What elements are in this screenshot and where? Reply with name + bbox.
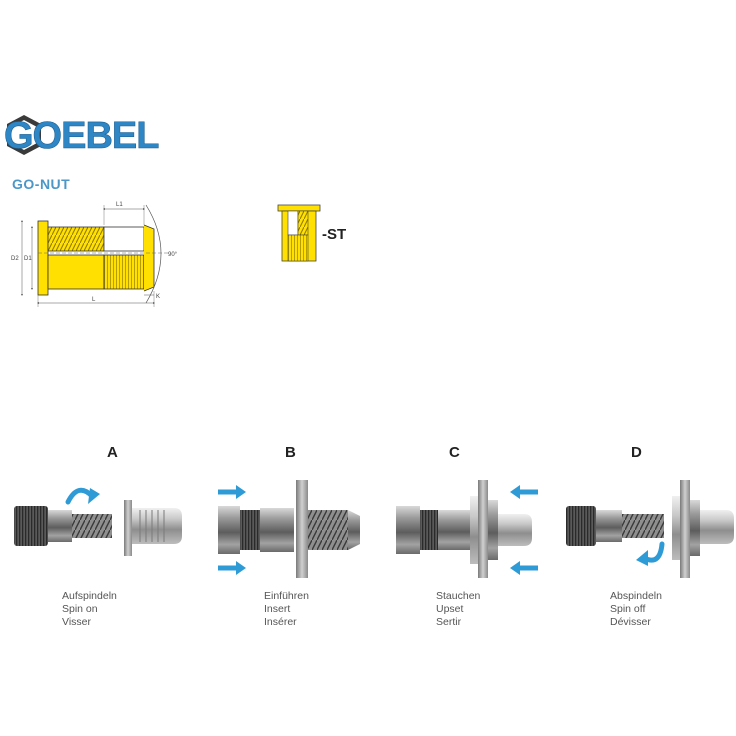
logo-text: GOEBEL <box>4 115 159 157</box>
caption-line-en: Upset <box>436 603 464 615</box>
product-name: GO-NUT <box>12 176 71 192</box>
step-a-illustration <box>14 487 182 556</box>
step-d-illustration <box>566 480 734 578</box>
step-a-caption: Aufspindeln Spin on Visser <box>62 590 117 629</box>
goebel-logo: GOEBEL <box>4 115 161 158</box>
rotate-arrow-icon <box>65 487 95 505</box>
tool-knurled-grip <box>14 506 48 546</box>
step-b-letter: B <box>285 444 296 461</box>
dim-d1-label: D1 <box>24 256 32 262</box>
caption-line-de: Aufspindeln <box>62 590 117 602</box>
dim-l1-label: L1 <box>116 202 123 208</box>
caption-line-fr: Dévisser <box>610 616 651 628</box>
nut-lower-body <box>47 254 105 290</box>
dim-d2-label: D2 <box>11 256 19 262</box>
nut-knurl <box>103 254 145 290</box>
technical-drawing: L1 D2 D1 90° L K <box>11 202 178 307</box>
step-c-illustration <box>396 480 538 578</box>
dim-angle-label: 90° <box>168 252 178 258</box>
caption-line-fr: Insérer <box>264 616 297 628</box>
caption-line-fr: Visser <box>62 616 91 628</box>
st-variant-nut <box>277 204 321 262</box>
caption-line-de: Einführen <box>264 590 309 602</box>
step-d-caption: Abspindeln Spin off Dévisser <box>610 590 662 629</box>
tool-threaded-mandrel <box>72 514 112 538</box>
step-a-letter: A <box>107 444 118 461</box>
plate-section <box>680 480 690 578</box>
nut-upper-thread <box>47 226 105 252</box>
blind-rivet-nut <box>124 500 132 556</box>
plate-section <box>478 480 488 578</box>
step-d-letter: D <box>631 444 642 461</box>
caption-line-de: Abspindeln <box>610 590 662 602</box>
step-b-illustration <box>218 480 360 578</box>
caption-line-en: Spin on <box>62 603 98 615</box>
caption-line-en: Spin off <box>610 603 646 615</box>
caption-line-fr: Sertir <box>436 616 462 628</box>
st-variant-label: -ST <box>322 226 347 243</box>
nut-flange <box>37 220 49 296</box>
step-b-caption: Einführen Insert Insérer <box>264 590 309 629</box>
nut-upper-bore <box>103 226 145 252</box>
caption-line-en: Insert <box>264 603 291 615</box>
dim-l-label: L <box>92 297 96 303</box>
step-c-letter: C <box>449 444 460 461</box>
caption-line-de: Stauchen <box>436 590 481 602</box>
step-c-caption: Stauchen Upset Sertir <box>436 590 480 629</box>
plate-section <box>296 480 308 578</box>
dim-k-label: K <box>156 294 160 300</box>
